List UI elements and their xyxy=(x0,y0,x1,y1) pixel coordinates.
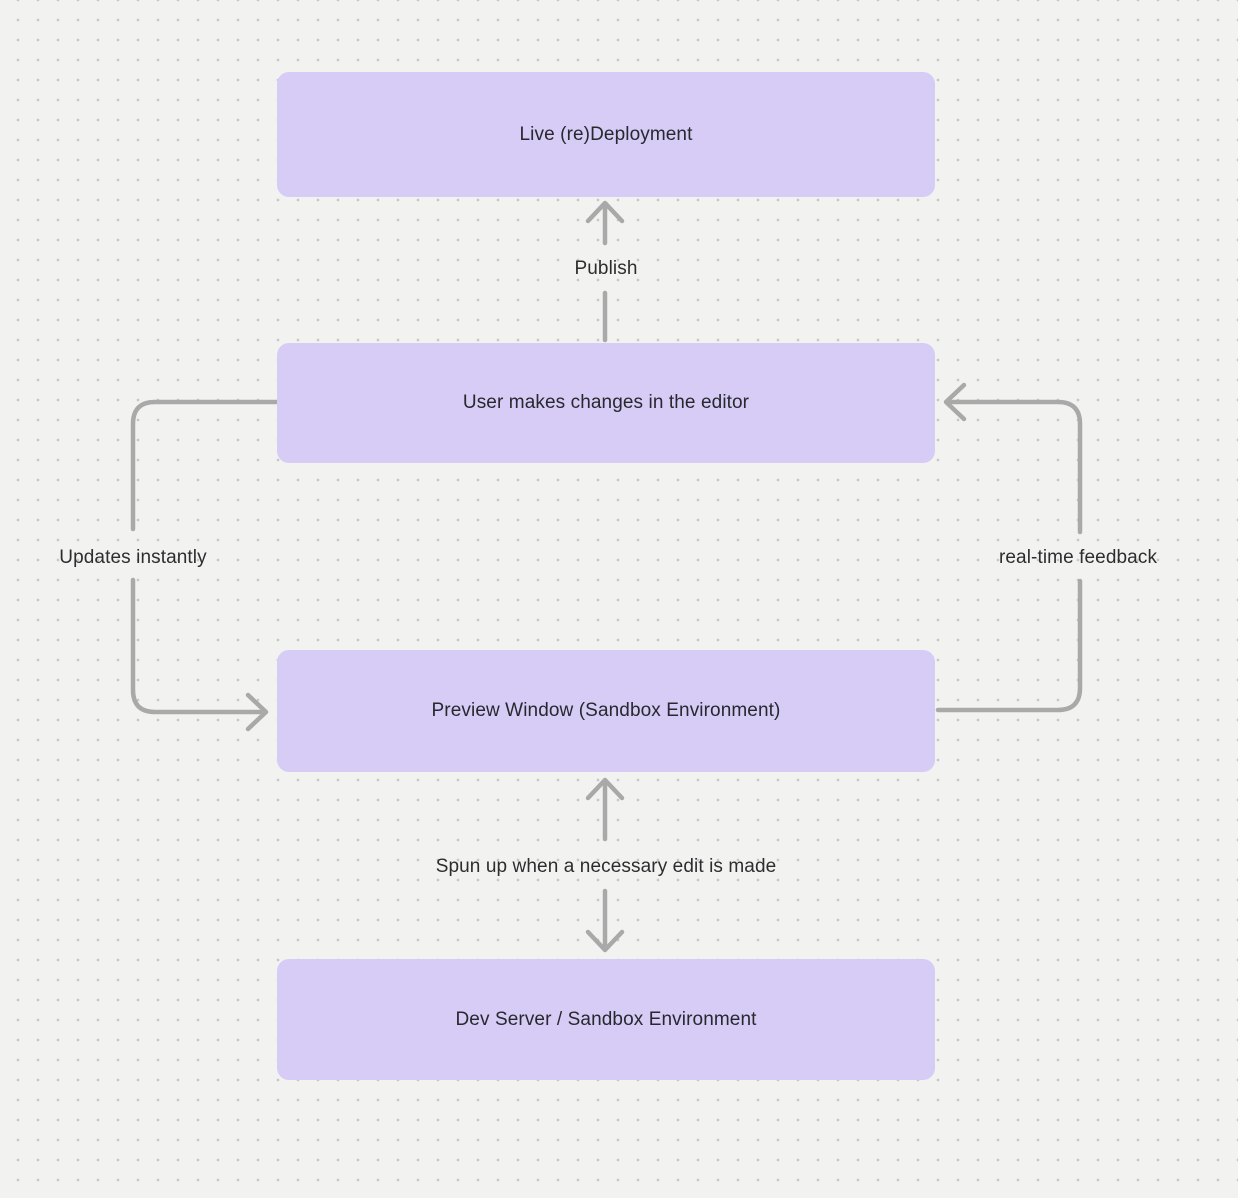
arrow-publish xyxy=(585,200,625,343)
node-label: Live (re)Deployment xyxy=(519,123,693,145)
edge-label-publish: Publish xyxy=(574,258,638,279)
node-label: Preview Window (Sandbox Environment) xyxy=(431,700,781,721)
node-dev-server: Dev Server / Sandbox Environment xyxy=(277,959,935,1080)
node-user-edits: User makes changes in the editor xyxy=(277,343,935,463)
node-preview-window: Preview Window (Sandbox Environment) xyxy=(277,650,935,772)
arrowhead-up-icon xyxy=(585,200,625,224)
arrowhead-left-icon xyxy=(943,382,967,422)
arrow-real-time-feedback xyxy=(935,382,1083,713)
arrowhead-down-icon xyxy=(585,929,625,953)
arrow-updates-instantly xyxy=(130,399,279,732)
node-live-redeployment: Live (re)Deployment xyxy=(277,72,935,197)
edge-label-spun-up: Spun up when a necessary edit is made xyxy=(435,856,777,877)
edge-label-updates-instantly: Updates instantly xyxy=(59,547,207,568)
node-label: User makes changes in the editor xyxy=(462,392,750,413)
arrowhead-right-icon xyxy=(245,692,269,732)
arrow-spun-up xyxy=(585,777,625,953)
edge-label-real-time-feedback: real-time feedback xyxy=(998,547,1158,568)
node-label: Dev Server / Sandbox Environment xyxy=(455,1008,757,1030)
arrowhead-up-icon xyxy=(585,777,625,801)
